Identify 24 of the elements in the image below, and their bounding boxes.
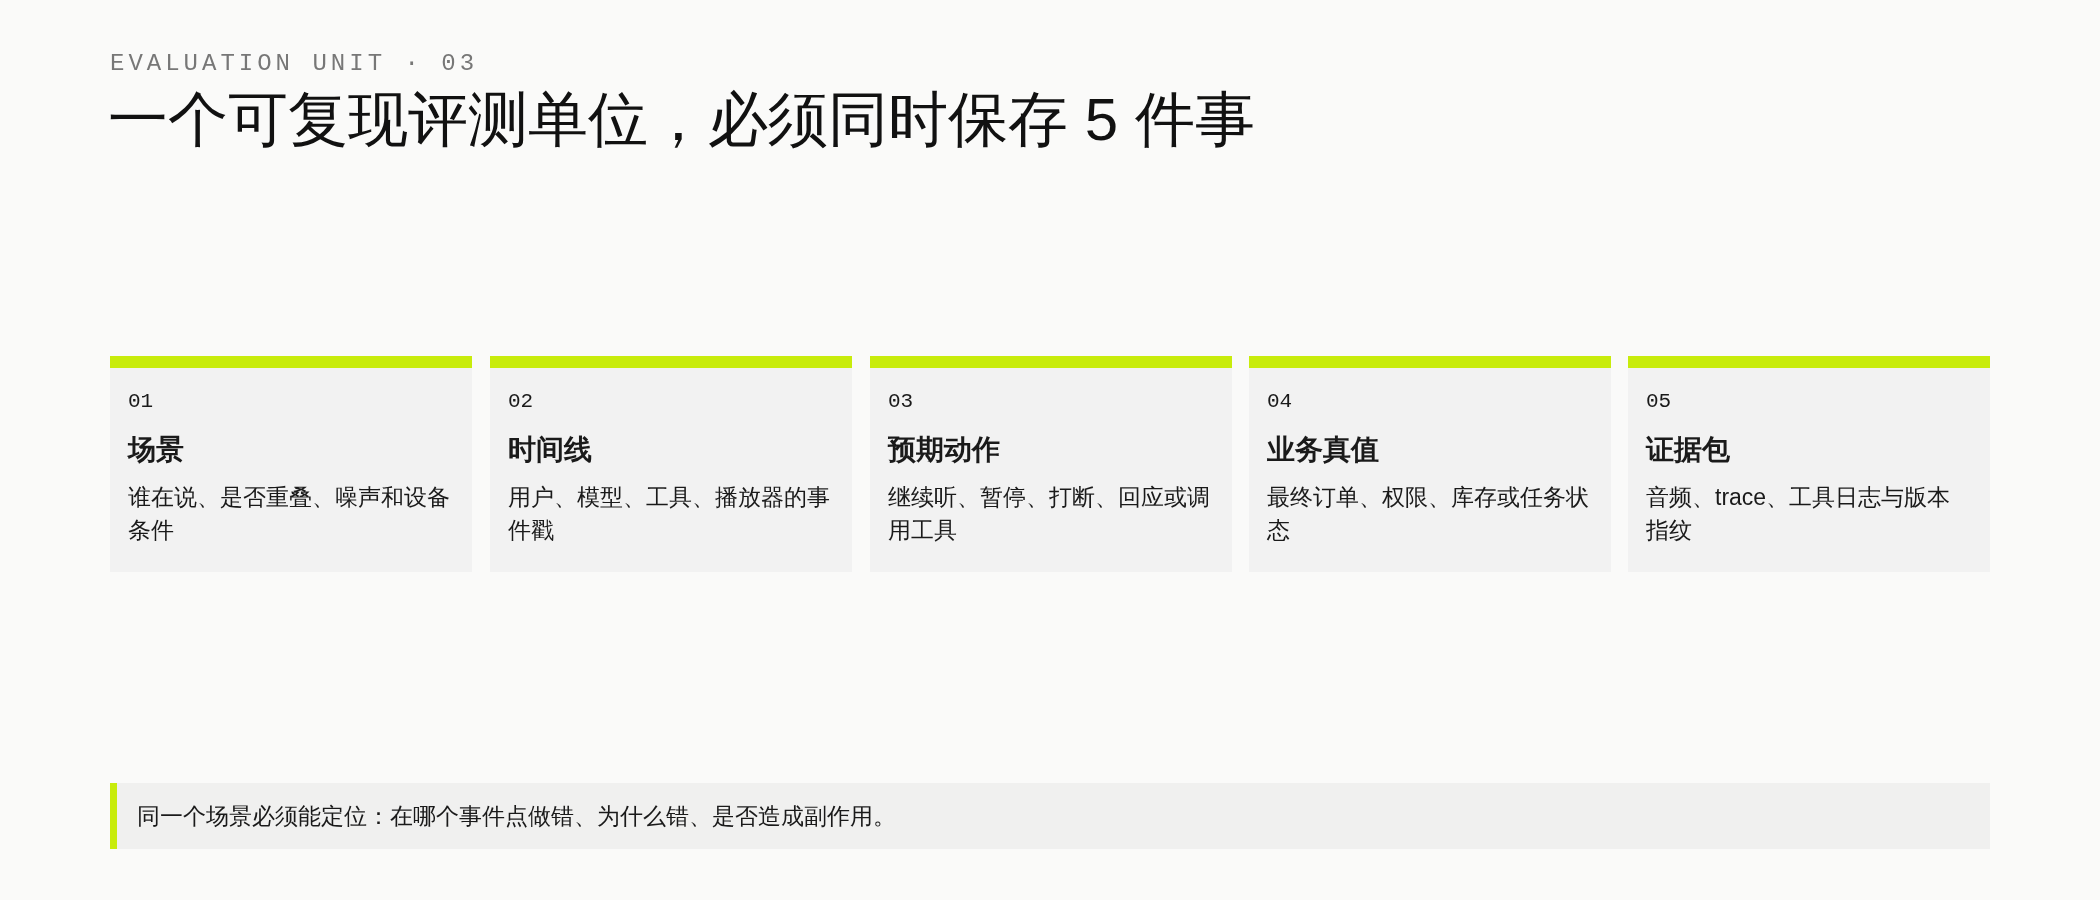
step-number: 02 xyxy=(508,390,535,413)
numbered-card xyxy=(1249,356,1611,572)
card-heading: 证据包 xyxy=(1646,433,1731,467)
card-heading: 预期动作 xyxy=(888,433,1001,467)
numbered-card xyxy=(490,356,852,572)
card-description: 音频、trace、工具日志与版本指纹 xyxy=(1646,483,1952,546)
numbered-card xyxy=(110,356,472,572)
card-description: 谁在说、是否重叠、噪声和设备条件 xyxy=(128,483,451,546)
card-description: 最终订单、权限、库存或任务状态 xyxy=(1267,483,1590,546)
step-number: 01 xyxy=(128,390,155,413)
step-number: 03 xyxy=(888,390,915,413)
card-heading: 场景 xyxy=(128,433,185,467)
eyebrow-label: EVALUATION UNIT · 03 xyxy=(110,50,479,77)
note-bar xyxy=(110,783,1990,849)
page-title: 一个可复现评测单位，必须同时保存 5 件事 xyxy=(108,85,1255,155)
note-text: 同一个场景必须能定位：在哪个事件点做错、为什么错、是否造成副作用。 xyxy=(137,801,896,831)
numbered-card xyxy=(1628,356,1990,572)
numbered-card xyxy=(870,356,1232,572)
step-number: 04 xyxy=(1267,390,1294,413)
step-number: 05 xyxy=(1646,390,1673,413)
card-heading: 时间线 xyxy=(508,433,593,467)
card-heading: 业务真值 xyxy=(1267,433,1380,467)
card-description: 继续听、暂停、打断、回应或调用工具 xyxy=(888,483,1211,546)
card-description: 用户、模型、工具、播放器的事件戳 xyxy=(508,483,831,546)
